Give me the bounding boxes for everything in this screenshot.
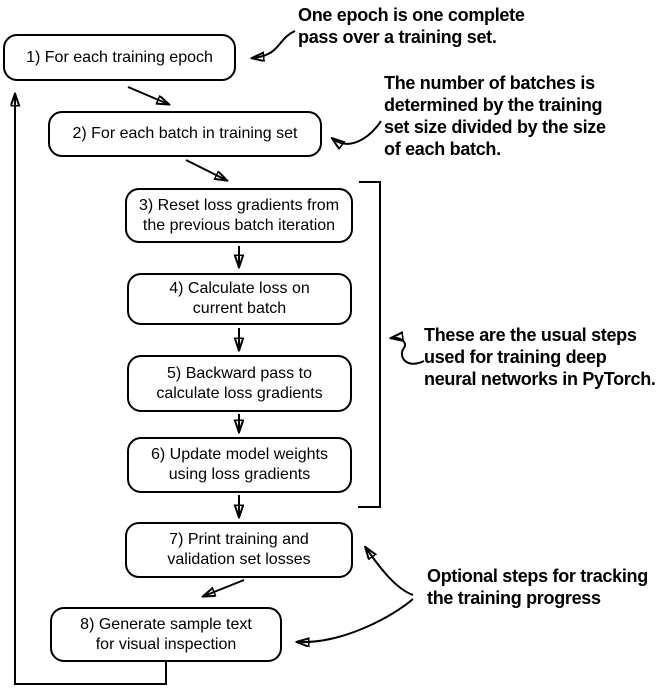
arrow-epoch-note-to-box1-icon — [253, 30, 296, 58]
arrow-step7-to-step8-icon — [204, 579, 245, 596]
flow-box-step-4: 4) Calculate loss on current batch — [127, 273, 352, 325]
annotation-optional-steps-note: Optional steps for tracking the training… — [427, 566, 648, 608]
annotation-batches-note: The number of batches is determined by t… — [384, 73, 606, 159]
flow-box-step-8: 8) Generate sample text for visual inspe… — [50, 607, 282, 662]
flow-box-step-7: 7) Print training and validation set los… — [125, 522, 353, 578]
flow-box-step-1: 1) For each training epoch — [3, 34, 236, 81]
flow-box-step-5: 5) Backward pass to calculate loss gradi… — [127, 355, 352, 412]
arrow-step2-to-step3-icon — [185, 159, 226, 180]
bracket-steps-3-6-icon — [358, 181, 381, 508]
arrow-optional-note-to-box7-icon — [366, 548, 414, 596]
flow-box-step-2: 2) For each batch in training set — [48, 111, 322, 157]
arrow-usual-steps-note-to-bracket-icon — [392, 338, 425, 365]
flow-box-step-6: 6) Update model weights using loss gradi… — [127, 437, 352, 493]
arrow-optional-note-to-box8-icon — [298, 598, 414, 642]
arrow-batches-note-to-box2-icon — [333, 120, 382, 144]
annotation-epoch-note: One epoch is one complete pass over a tr… — [298, 5, 525, 47]
arrow-step1-to-step2-icon — [127, 86, 168, 104]
flow-box-step-3: 3) Reset loss gradients from the previou… — [125, 188, 353, 243]
annotation-usual-steps-note: These are the usual steps used for train… — [424, 325, 656, 389]
